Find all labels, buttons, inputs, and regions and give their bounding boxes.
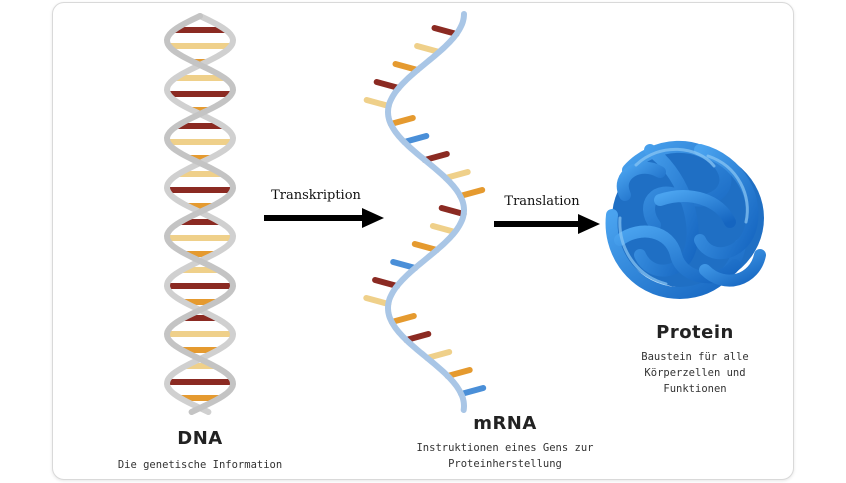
mrna-base	[363, 97, 392, 109]
mrna-base	[392, 61, 421, 73]
protein-title: Protein	[656, 322, 734, 343]
mrna-base	[403, 331, 432, 343]
mrna-title: mRNA	[473, 413, 537, 434]
translation-arrow	[494, 214, 600, 234]
mrna-base	[414, 43, 443, 55]
mrna-base	[458, 385, 487, 397]
mrna-base	[401, 133, 430, 145]
mrna-base	[457, 187, 486, 199]
mrna-base	[421, 151, 450, 163]
dna-base-pair	[177, 123, 223, 129]
dna-base-pair	[182, 267, 218, 273]
protein-fold-icon	[605, 140, 766, 299]
mrna-base	[431, 25, 460, 37]
dna-base-pair	[189, 155, 211, 161]
mrna-base	[429, 223, 458, 235]
mrna-base	[363, 295, 392, 307]
dna-backbone-strand-1	[163, 13, 237, 415]
dna-base-pair	[180, 395, 220, 401]
protein-caption-line-3: Funktionen	[663, 383, 727, 395]
transcription-label: Transkription	[271, 188, 361, 203]
dna-backbone-strand-2	[163, 13, 237, 415]
dna-base-pair	[183, 315, 217, 321]
dna-base-pair	[187, 203, 213, 209]
mrna-base	[438, 205, 467, 217]
dna-base-pair	[175, 75, 225, 81]
mrna-base	[444, 367, 473, 379]
mrna-backbone	[384, 11, 468, 413]
dna-base-pair	[167, 235, 233, 241]
dna-base-pair	[167, 379, 233, 385]
transcription-arrow	[264, 208, 384, 228]
dna-base-pair	[191, 107, 209, 113]
mrna-base	[390, 259, 419, 271]
dna-base-pair	[169, 43, 231, 49]
translation-label: Translation	[504, 194, 580, 209]
dna-double-helix-icon	[163, 13, 237, 415]
dna-base-pair	[182, 347, 218, 353]
dna-base-pair	[168, 91, 232, 97]
dna-caption: Die genetische Information	[117, 459, 283, 471]
mrna-base	[411, 241, 440, 253]
dna-base-pair	[167, 283, 233, 289]
mrna-strand-icon	[363, 11, 487, 413]
mrna-base	[387, 115, 416, 127]
dna-title: DNA	[177, 428, 223, 449]
dna-base-pair	[185, 251, 215, 257]
mrna-caption-line-1: Instruktionen eines Gens zur	[416, 442, 594, 454]
mrna-base	[373, 79, 402, 91]
dna-base-pair	[178, 171, 222, 177]
mrna-base	[372, 277, 401, 289]
dna-base-pair	[167, 331, 233, 337]
dna-base-pair	[185, 363, 215, 369]
dna-base-pair	[167, 139, 233, 145]
protein-caption-line-2: Körperzellen und	[644, 367, 746, 379]
mrna-caption-line-2: Proteinherstellung	[448, 458, 562, 470]
dna-base-pair	[180, 219, 220, 225]
mrna-base	[424, 349, 453, 361]
mrna-base	[388, 313, 417, 325]
mrna-bases	[363, 25, 487, 397]
mrna-base	[442, 169, 471, 181]
protein-caption-line-1: Baustein für alle	[641, 351, 749, 363]
dna-base-pair	[167, 187, 233, 193]
dna-base-pair	[174, 27, 226, 33]
dna-base-pair	[183, 299, 217, 305]
